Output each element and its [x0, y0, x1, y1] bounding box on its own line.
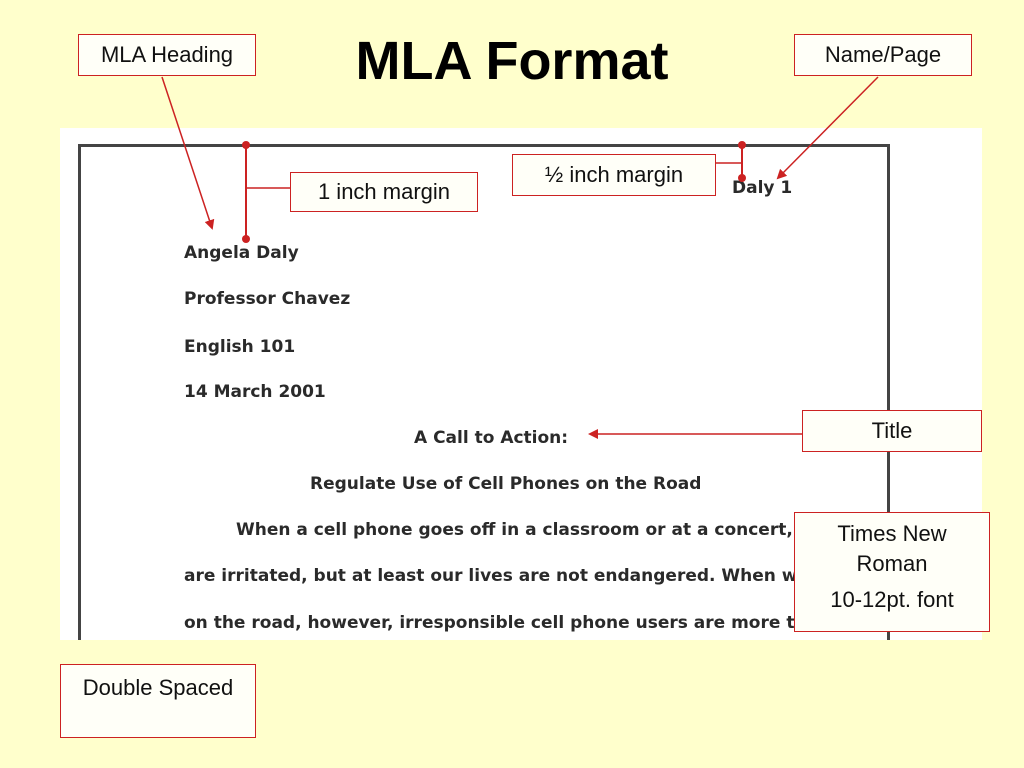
font-callout-size: 10-12pt. font [830, 587, 954, 612]
heading-line-name: Angela Daly [184, 243, 299, 263]
mla-heading-callout: MLA Heading [78, 34, 256, 76]
body-line: are irritated, but at least our lives ar… [184, 566, 847, 586]
double-spaced-callout: Double Spaced [60, 664, 256, 738]
heading-line-professor: Professor Chavez [184, 289, 351, 309]
page-border [78, 144, 890, 640]
slide-title: MLA Format [355, 31, 669, 91]
essay-title-line2: Regulate Use of Cell Phones on the Road [310, 474, 702, 494]
body-line: on the road, however, irresponsible cell… [184, 613, 831, 633]
heading-line-date: 14 March 2001 [184, 382, 326, 402]
font-callout-name: Times New Roman [837, 521, 947, 576]
title-callout: Title [802, 410, 982, 452]
one-inch-margin-callout: 1 inch margin [290, 172, 478, 212]
heading-line-course: English 101 [184, 337, 296, 357]
body-line: When a cell phone goes off in a classroo… [236, 520, 826, 540]
name-page-callout: Name/Page [794, 34, 972, 76]
half-inch-margin-callout: ½ inch margin [512, 154, 716, 196]
font-callout: Times New Roman 10-12pt. font [794, 512, 990, 632]
essay-title-line1: A Call to Action: [414, 428, 569, 448]
page-header: Daly 1 [732, 178, 793, 198]
